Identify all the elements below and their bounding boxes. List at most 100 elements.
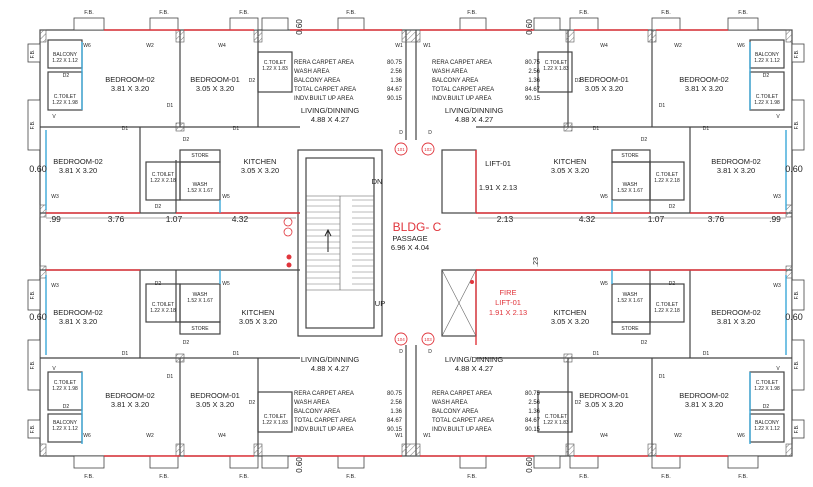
fb-label: F.B. xyxy=(467,10,477,16)
small-room-dim: 1.22 X 1.12 xyxy=(754,426,780,432)
dim-small: 0.60 xyxy=(29,312,47,322)
tag-label: W5 xyxy=(600,281,608,287)
small-room-name: C.TOILET xyxy=(264,414,286,420)
tag-label: D2 xyxy=(669,204,676,210)
tag-label: W6 xyxy=(737,43,745,49)
small-room-name: C.TOILET xyxy=(264,60,286,66)
small-room-dim: 1.22 X 2.18 xyxy=(654,308,680,314)
dimension-value: 3.76 xyxy=(108,214,125,224)
dim-small: 0.60 xyxy=(525,19,534,35)
tag-label: W4 xyxy=(600,433,608,439)
small-room-name: WASH xyxy=(193,292,208,298)
room-dim: 3.81 X 3.20 xyxy=(111,400,149,409)
small-room-name: C.TOILET xyxy=(545,60,567,66)
small-room-name: STORE xyxy=(621,326,639,332)
tag-label: D1 xyxy=(659,374,666,380)
tag-label: D2 xyxy=(155,204,162,210)
area-label: RERA CARPET AREA xyxy=(432,391,492,397)
fb-label: F.B. xyxy=(738,10,748,16)
area-label: BALCONY AREA xyxy=(432,78,478,84)
small-room-dim: 1.22 X 1.98 xyxy=(52,100,78,106)
fb-label: F.B. xyxy=(30,425,36,434)
area-value: 1.36 xyxy=(528,78,540,84)
area-value: 2.56 xyxy=(390,400,402,406)
room-name: BEDROOM-02 xyxy=(711,308,761,317)
tag-label: W4 xyxy=(600,43,608,49)
room-name: LIVING/DINNING xyxy=(301,355,360,364)
flat-number: 101 xyxy=(397,147,405,152)
dim-small: 0.60 xyxy=(295,19,304,35)
room-dim: 4.88 X 4.27 xyxy=(455,364,493,373)
small-room-name: WASH xyxy=(623,182,638,188)
flat-number-circle xyxy=(421,332,435,346)
french-bay-boxes xyxy=(27,17,805,469)
small-room-dim: 1.22 X 2.18 xyxy=(150,178,176,184)
room-dim: 3.81 X 3.20 xyxy=(59,166,97,175)
flat-number: 104 xyxy=(397,337,405,342)
tag-label: D2 xyxy=(63,404,70,410)
fb-label: F.B. xyxy=(84,10,94,16)
room-dim: 3.81 X 3.20 xyxy=(59,317,97,326)
room-name: BEDROOM-02 xyxy=(679,391,729,400)
area-label: BALCONY AREA xyxy=(294,409,340,415)
fb-label: F.B. xyxy=(794,425,800,434)
stair-tread-set xyxy=(306,199,374,285)
tag-label: W3 xyxy=(51,194,59,200)
fb-label: F.B. xyxy=(30,291,36,300)
area-value: 90.15 xyxy=(525,96,541,102)
tag-label: D2 xyxy=(641,137,648,143)
small-room-dim: 1.22 X 1.98 xyxy=(754,386,780,392)
tag-label: D1 xyxy=(703,351,710,357)
area-value: 1.36 xyxy=(390,78,402,84)
room-name: KITCHEN xyxy=(244,157,277,166)
area-label: WASH AREA xyxy=(294,400,329,406)
room-name: LIVING/DINNING xyxy=(445,106,504,115)
flat-number-circle xyxy=(394,142,408,156)
small-room-name: STORE xyxy=(621,153,639,159)
small-room-dim: 1.22 X 1.83 xyxy=(262,66,288,72)
tag-label: V xyxy=(776,366,780,372)
dim-small: 0.60 xyxy=(785,164,803,174)
area-label: BALCONY AREA xyxy=(432,409,478,415)
room-dim: 3.05 X 3.20 xyxy=(196,84,234,93)
small-room-dim: 1.22 X 1.98 xyxy=(52,386,78,392)
area-value: 1.36 xyxy=(528,409,540,415)
room-dim: 3.05 X 3.20 xyxy=(585,400,623,409)
tag-label: D1 xyxy=(233,126,240,132)
tag-label: D2 xyxy=(155,281,162,287)
fb-label: F.B. xyxy=(467,474,477,480)
area-label: INDV.BUILT UP AREA xyxy=(294,96,353,102)
tag-label: V xyxy=(52,366,56,372)
small-room-name: C.TOILET xyxy=(756,94,778,100)
area-label: INDV.BUILT UP AREA xyxy=(432,427,491,433)
area-label: INDV.BUILT UP AREA xyxy=(432,96,491,102)
fb-label: F.B. xyxy=(794,121,800,130)
dimension-value: 1.07 xyxy=(166,214,183,224)
small-room-name: WASH xyxy=(623,292,638,298)
flat-number-circle xyxy=(394,332,408,346)
small-room-dim: 1.22 X 1.12 xyxy=(52,58,78,64)
room-name: BEDROOM-02 xyxy=(53,308,103,317)
tag-label: D2 xyxy=(183,137,190,143)
tag-label: D xyxy=(399,349,403,355)
dim-small: 0.60 xyxy=(29,164,47,174)
passage-label: PASSAGE xyxy=(392,234,427,243)
area-label: TOTAL CARPET AREA xyxy=(294,418,356,424)
room-dim: 3.81 X 3.20 xyxy=(111,84,149,93)
tag-label: D2 xyxy=(575,78,582,84)
fb-label: F.B. xyxy=(794,361,800,370)
tag-label: V xyxy=(52,114,56,120)
stair-up: UP xyxy=(375,299,385,308)
tag-label: W3 xyxy=(773,283,781,289)
small-room-dim: 1.22 X 1.12 xyxy=(52,426,78,432)
tag-label: D1 xyxy=(593,351,600,357)
small-room-name: C.TOILET xyxy=(152,302,174,308)
dim-small: 0.60 xyxy=(295,457,304,473)
small-room-dim: 1.22 X 2.18 xyxy=(654,178,680,184)
area-value: 90.15 xyxy=(387,96,403,102)
room-name: KITCHEN xyxy=(554,157,587,166)
tag-label: W5 xyxy=(222,281,230,287)
dimension-value: .99 xyxy=(769,214,781,224)
small-room-dim: 1.22 X 1.83 xyxy=(543,420,569,426)
